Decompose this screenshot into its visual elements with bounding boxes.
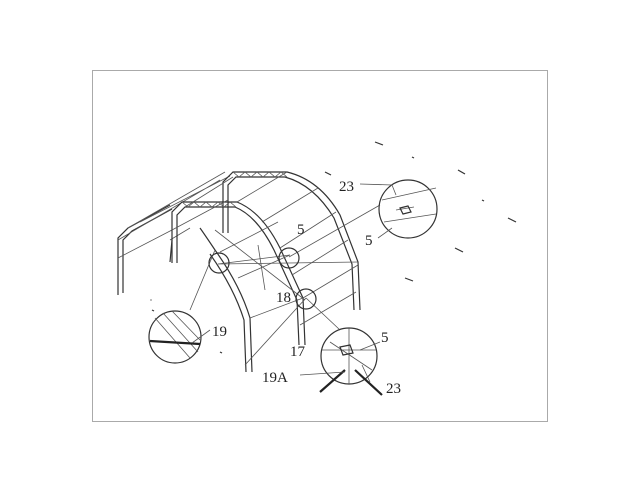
callout-5-bottom: 5 bbox=[381, 330, 389, 346]
callout-17: 17 bbox=[290, 344, 306, 360]
back-arch bbox=[222, 171, 361, 311]
callout-5-right: 5 bbox=[365, 233, 373, 249]
detail-marker-circle bbox=[295, 288, 317, 310]
callout-23-bottom: 23 bbox=[386, 381, 401, 397]
drawing-border bbox=[92, 70, 548, 422]
loose-parts bbox=[151, 141, 517, 354]
callout-19: 19 bbox=[212, 324, 227, 340]
callout-18: 18 bbox=[276, 290, 291, 306]
detail-view-top-right bbox=[359, 179, 438, 239]
detail-marker-circle bbox=[208, 252, 230, 274]
callout-5-roof: 5 bbox=[297, 222, 305, 238]
front-arch bbox=[199, 227, 253, 373]
leader-lines bbox=[189, 204, 381, 366]
detail-marker-circle bbox=[278, 247, 300, 269]
detail-view-19 bbox=[148, 310, 211, 364]
left-extension-frame bbox=[117, 171, 231, 301]
callout-19a: 19A bbox=[262, 370, 288, 386]
callout-23-top: 23 bbox=[339, 179, 354, 195]
middle-arch bbox=[171, 201, 306, 346]
purlins bbox=[171, 171, 359, 326]
detail-view-bottom bbox=[299, 327, 383, 396]
